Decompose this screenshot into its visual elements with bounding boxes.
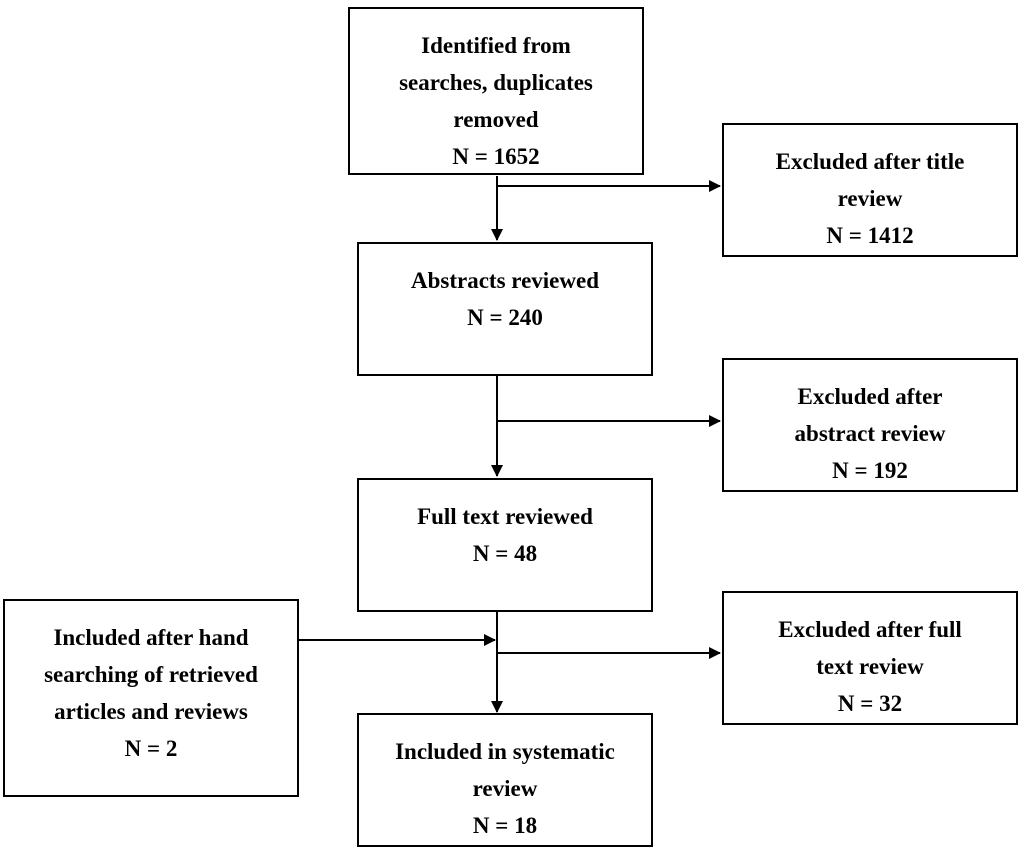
included-count: N = 18 xyxy=(472,813,538,838)
box-hand-search: Included after hand searching of retriev… xyxy=(3,599,299,797)
abstracts-label: Abstracts reviewed xyxy=(411,268,599,293)
excluded-full-label-line-1: Excluded after full xyxy=(778,617,962,642)
full-text-label: Full text reviewed xyxy=(417,504,593,529)
included-label-line-1: Included in systematic xyxy=(395,739,615,764)
full-text-count: N = 48 xyxy=(472,541,538,566)
identified-count: N = 1652 xyxy=(452,144,540,169)
excluded-title-label-line-2: review xyxy=(837,186,903,211)
hand-search-label-line-1: Included after hand xyxy=(53,625,249,650)
box-identified: Identified from searches, duplicates rem… xyxy=(348,7,644,175)
identified-label-line-2: searches, duplicates xyxy=(399,70,593,95)
box-included-systematic-review: Included in systematic review N = 18 xyxy=(357,713,653,847)
box-excluded-full-text: Excluded after full text review N = 32 xyxy=(722,591,1018,725)
excluded-title-label-line-1: Excluded after title xyxy=(775,149,965,174)
abstracts-count: N = 240 xyxy=(467,305,543,330)
excluded-full-count: N = 32 xyxy=(837,691,903,716)
hand-search-label-line-3: articles and reviews xyxy=(54,699,248,724)
excluded-abstract-label-line-1: Excluded after xyxy=(797,384,943,409)
identified-label-line-1: Identified from xyxy=(421,33,571,58)
excluded-abstract-count: N = 192 xyxy=(832,458,908,483)
excluded-abstract-label-line-2: abstract review xyxy=(794,421,946,446)
box-excluded-abstract: Excluded after abstract review N = 192 xyxy=(722,358,1018,492)
identified-label-line-3: removed xyxy=(453,107,539,132)
box-excluded-title: Excluded after title review N = 1412 xyxy=(722,123,1018,257)
excluded-full-label-line-2: text review xyxy=(816,654,924,679)
box-abstracts-reviewed: Abstracts reviewed N = 240 xyxy=(357,242,653,376)
hand-search-count: N = 2 xyxy=(124,736,178,761)
box-full-text-reviewed: Full text reviewed N = 48 xyxy=(357,478,653,612)
hand-search-label-line-2: searching of retrieved xyxy=(44,662,258,687)
excluded-title-count: N = 1412 xyxy=(826,223,914,248)
included-label-line-2: review xyxy=(472,776,538,801)
